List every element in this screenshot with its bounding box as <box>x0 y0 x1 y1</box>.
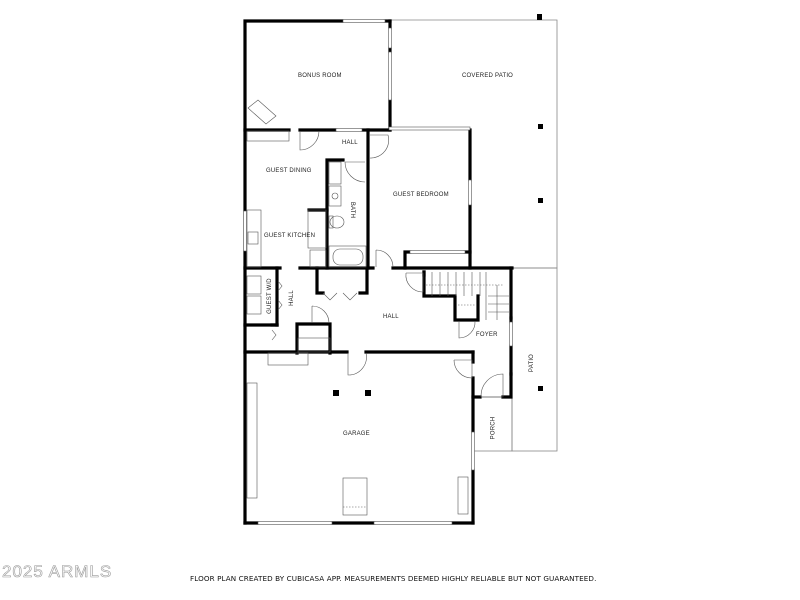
room-label-guest-dining: GUEST DINING <box>266 168 312 174</box>
room-label-hall-upper: HALL <box>342 140 358 146</box>
room-label-bonus-room: BONUS ROOM <box>298 73 342 79</box>
room-label-foyer: FOYER <box>476 332 498 338</box>
fixtures <box>246 99 509 516</box>
stairs <box>426 272 509 320</box>
room-label-guest-kitchen: GUEST KITCHEN <box>264 233 316 239</box>
windows <box>243 19 513 525</box>
watermark: 2025 ARMLS <box>2 562 113 582</box>
room-label-bath: BATH <box>349 201 356 219</box>
room-label-guest-wd: GUEST W/D <box>266 278 273 314</box>
room-label-patio: PATIO <box>529 353 536 373</box>
doors <box>271 130 504 398</box>
room-label-hall-side: HALL <box>288 290 295 306</box>
room-label-garage: GARAGE <box>343 431 370 437</box>
room-label-covered-patio: COVERED PATIO <box>462 73 514 79</box>
room-label-porch: PORCH <box>490 416 497 440</box>
room-label-guest-bedroom: GUEST BEDROOM <box>393 192 449 198</box>
room-label-hall-main: HALL <box>383 314 399 320</box>
columns <box>333 14 543 396</box>
disclaimer-text: FLOOR PLAN CREATED BY CUBICASA APP. MEAS… <box>190 574 597 583</box>
